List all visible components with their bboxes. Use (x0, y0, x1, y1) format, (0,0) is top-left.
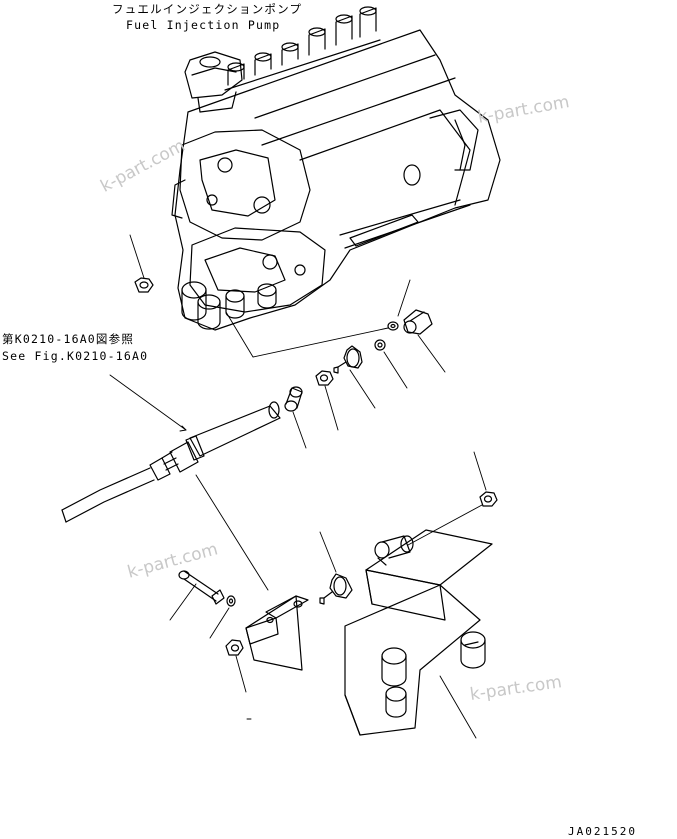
washer-bolt-upper (387, 309, 433, 335)
leader-washer-lower (209, 607, 230, 639)
delivery-valves (224, 6, 381, 91)
leader-nut-pump (129, 234, 145, 279)
nut-stud (315, 370, 334, 386)
support-plate (245, 595, 309, 671)
rubber-mount-upper (333, 339, 386, 374)
leader-nut-stud (324, 385, 339, 431)
reference-label-en: See Fig.K0210-16A0 (2, 349, 149, 363)
drawing-code: JA021520 (568, 825, 637, 838)
leader-ref-fig (109, 374, 187, 431)
leader-nut-lower (235, 655, 247, 693)
engine-stop-cable (61, 401, 281, 523)
nut-bracket (479, 491, 498, 507)
leader-bolt-lower (169, 583, 197, 621)
title-label-jp: フュエルインジェクションポンプ (112, 2, 303, 16)
spacer-collar (284, 386, 303, 412)
leader-cable-bracket (195, 474, 269, 591)
leader-mount-lower (319, 531, 337, 573)
leader-bracket-stud (407, 504, 483, 546)
washer-lower (226, 595, 236, 607)
nut-lower (225, 639, 244, 656)
leader-pump-bolt (225, 311, 389, 358)
reference-label-jp: 第K0210-16A0図参照 (2, 332, 135, 346)
leader-bolt-cap (417, 334, 446, 373)
leader-bracket-boss (439, 675, 477, 739)
bolt-lower (178, 570, 225, 605)
leader-bolt-upper (397, 279, 411, 317)
rubber-mount-lower (319, 573, 353, 605)
nut-pump (134, 277, 154, 293)
pump-outlet-bosses (181, 281, 277, 330)
leader-mount-upper (383, 351, 408, 389)
mounting-bracket (344, 529, 493, 736)
title-label-en: Fuel Injection Pump (126, 18, 281, 32)
leader-mount-stud (349, 369, 376, 409)
leader-nut-bracket (473, 451, 487, 491)
leader-ref-arrow (179, 425, 187, 432)
leader-spacer (292, 411, 307, 449)
fuel-injection-pump (171, 6, 501, 331)
